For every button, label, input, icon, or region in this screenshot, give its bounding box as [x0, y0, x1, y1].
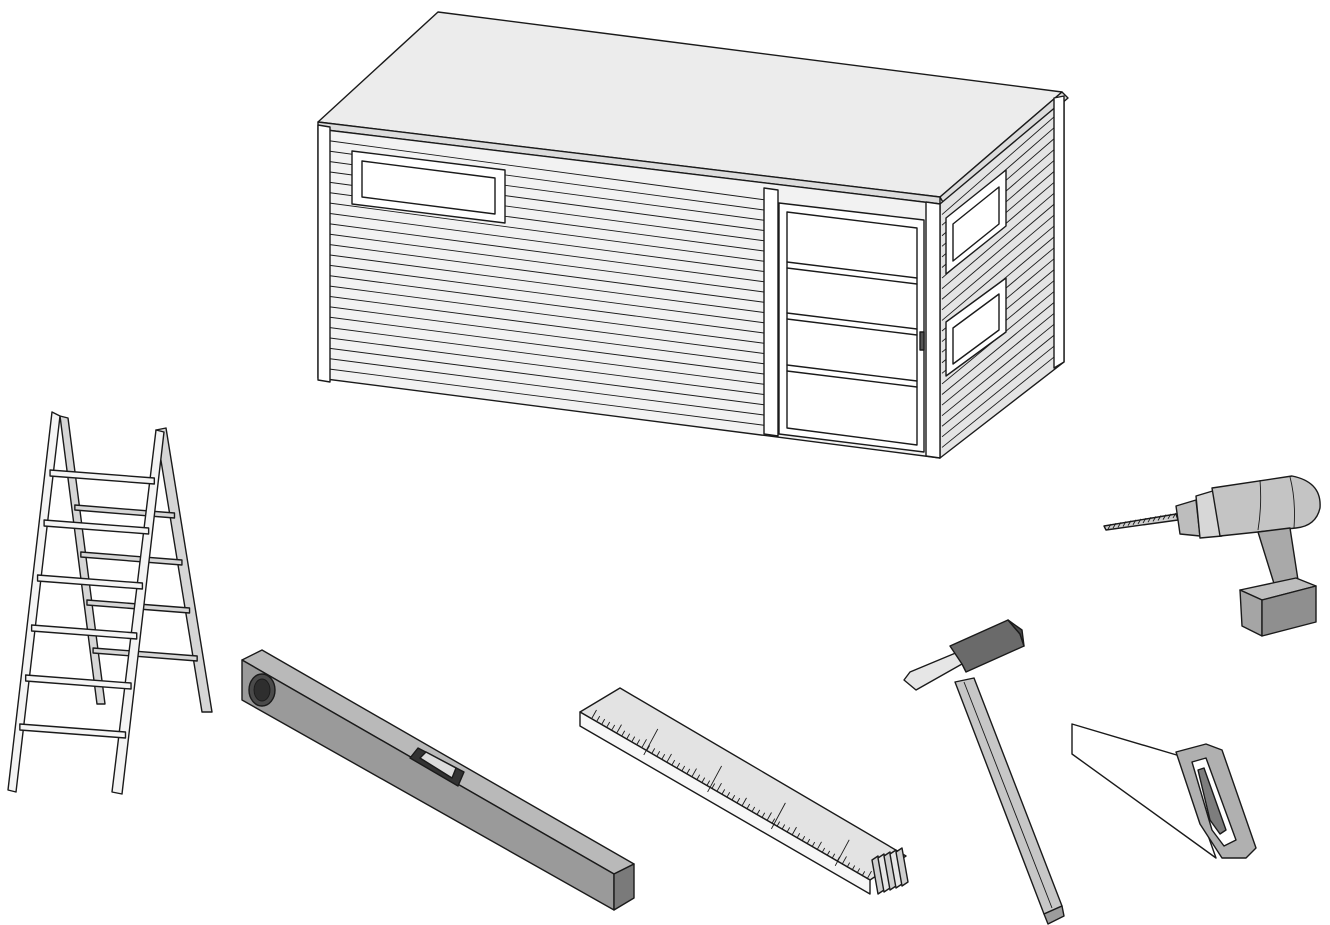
door — [778, 202, 925, 453]
hand-saw-icon — [1071, 723, 1257, 859]
ruler-segments — [643, 728, 909, 895]
garden-shed — [317, 11, 1069, 459]
side-windows — [945, 169, 1007, 377]
step-ladder-icon — [7, 411, 213, 795]
front-window — [351, 150, 506, 224]
spirit-level-icon — [241, 649, 635, 911]
hammer-icon — [903, 619, 1065, 925]
cordless-drill-icon — [1103, 475, 1321, 637]
folding-ruler-icon — [579, 687, 909, 895]
drill-bit-spiral — [1107, 512, 1177, 530]
